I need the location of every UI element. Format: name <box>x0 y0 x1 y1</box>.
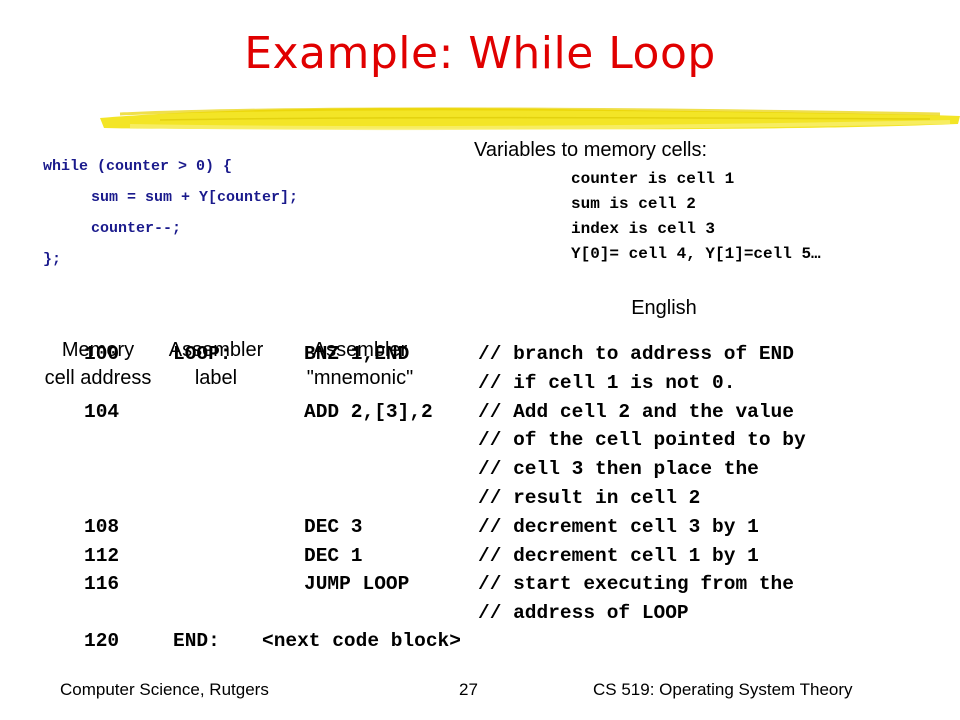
yellow-brush-underline <box>100 107 960 131</box>
variable-line: Y[0]= cell 4, Y[1]=cell 5… <box>571 245 821 263</box>
row-comment: // decrement cell 1 by 1 <box>478 544 759 567</box>
row-comment: // branch to address of END <box>478 343 794 365</box>
column-header-english: English <box>631 297 697 319</box>
row-comment: // address of LOOP <box>478 602 689 625</box>
row-comment: // Add cell 2 and the value <box>478 400 794 423</box>
row-mnemonic: ADD 2,[3],2 <box>304 400 433 423</box>
row-comment: // cell 3 then place the <box>478 458 759 481</box>
row-comment: // result in cell 2 <box>478 487 701 509</box>
variable-line: index is cell 3 <box>571 220 716 238</box>
variables-header: Variables to memory cells: <box>474 139 708 161</box>
row-address: 100 <box>84 343 120 365</box>
final-row-label: END: <box>173 630 220 652</box>
footer-right: CS 519: Operating System Theory <box>593 680 853 699</box>
row-address: 112 <box>84 544 120 567</box>
code-line-1: while (counter > 0) { <box>43 158 233 175</box>
row-mnemonic: JUMP LOOP <box>304 573 410 596</box>
variable-line: counter is cell 1 <box>571 170 735 188</box>
row-label: LOOP: <box>173 343 232 365</box>
row-mnemonic: DEC 3 <box>304 515 363 538</box>
row-mnemonic: BNZ 1,END <box>304 343 410 365</box>
row-address: 108 <box>84 515 120 538</box>
row-address: 104 <box>84 400 120 423</box>
row-address: 116 <box>84 573 120 596</box>
row-comment: // if cell 1 is not 0. <box>478 371 736 394</box>
final-row-text: <next code block> <box>262 630 461 652</box>
row-comment: // of the cell pointed to by <box>478 429 806 452</box>
code-line-4: }; <box>43 251 62 268</box>
row-comment: // start executing from the <box>478 573 794 596</box>
variable-line: sum is cell 2 <box>571 195 696 213</box>
code-line-2: sum = sum + Y[counter]; <box>91 189 299 206</box>
final-row-address: 120 <box>84 630 120 652</box>
slide-title: Example: While Loop <box>244 28 716 79</box>
code-line-3: counter--; <box>91 220 182 237</box>
footer-left: Computer Science, Rutgers <box>60 680 269 699</box>
row-comment: // decrement cell 3 by 1 <box>478 515 759 538</box>
page-number: 27 <box>459 680 478 699</box>
row-mnemonic: DEC 1 <box>304 544 363 567</box>
column-header-mnemonic: Assembler"mnemonic" <box>306 339 414 389</box>
